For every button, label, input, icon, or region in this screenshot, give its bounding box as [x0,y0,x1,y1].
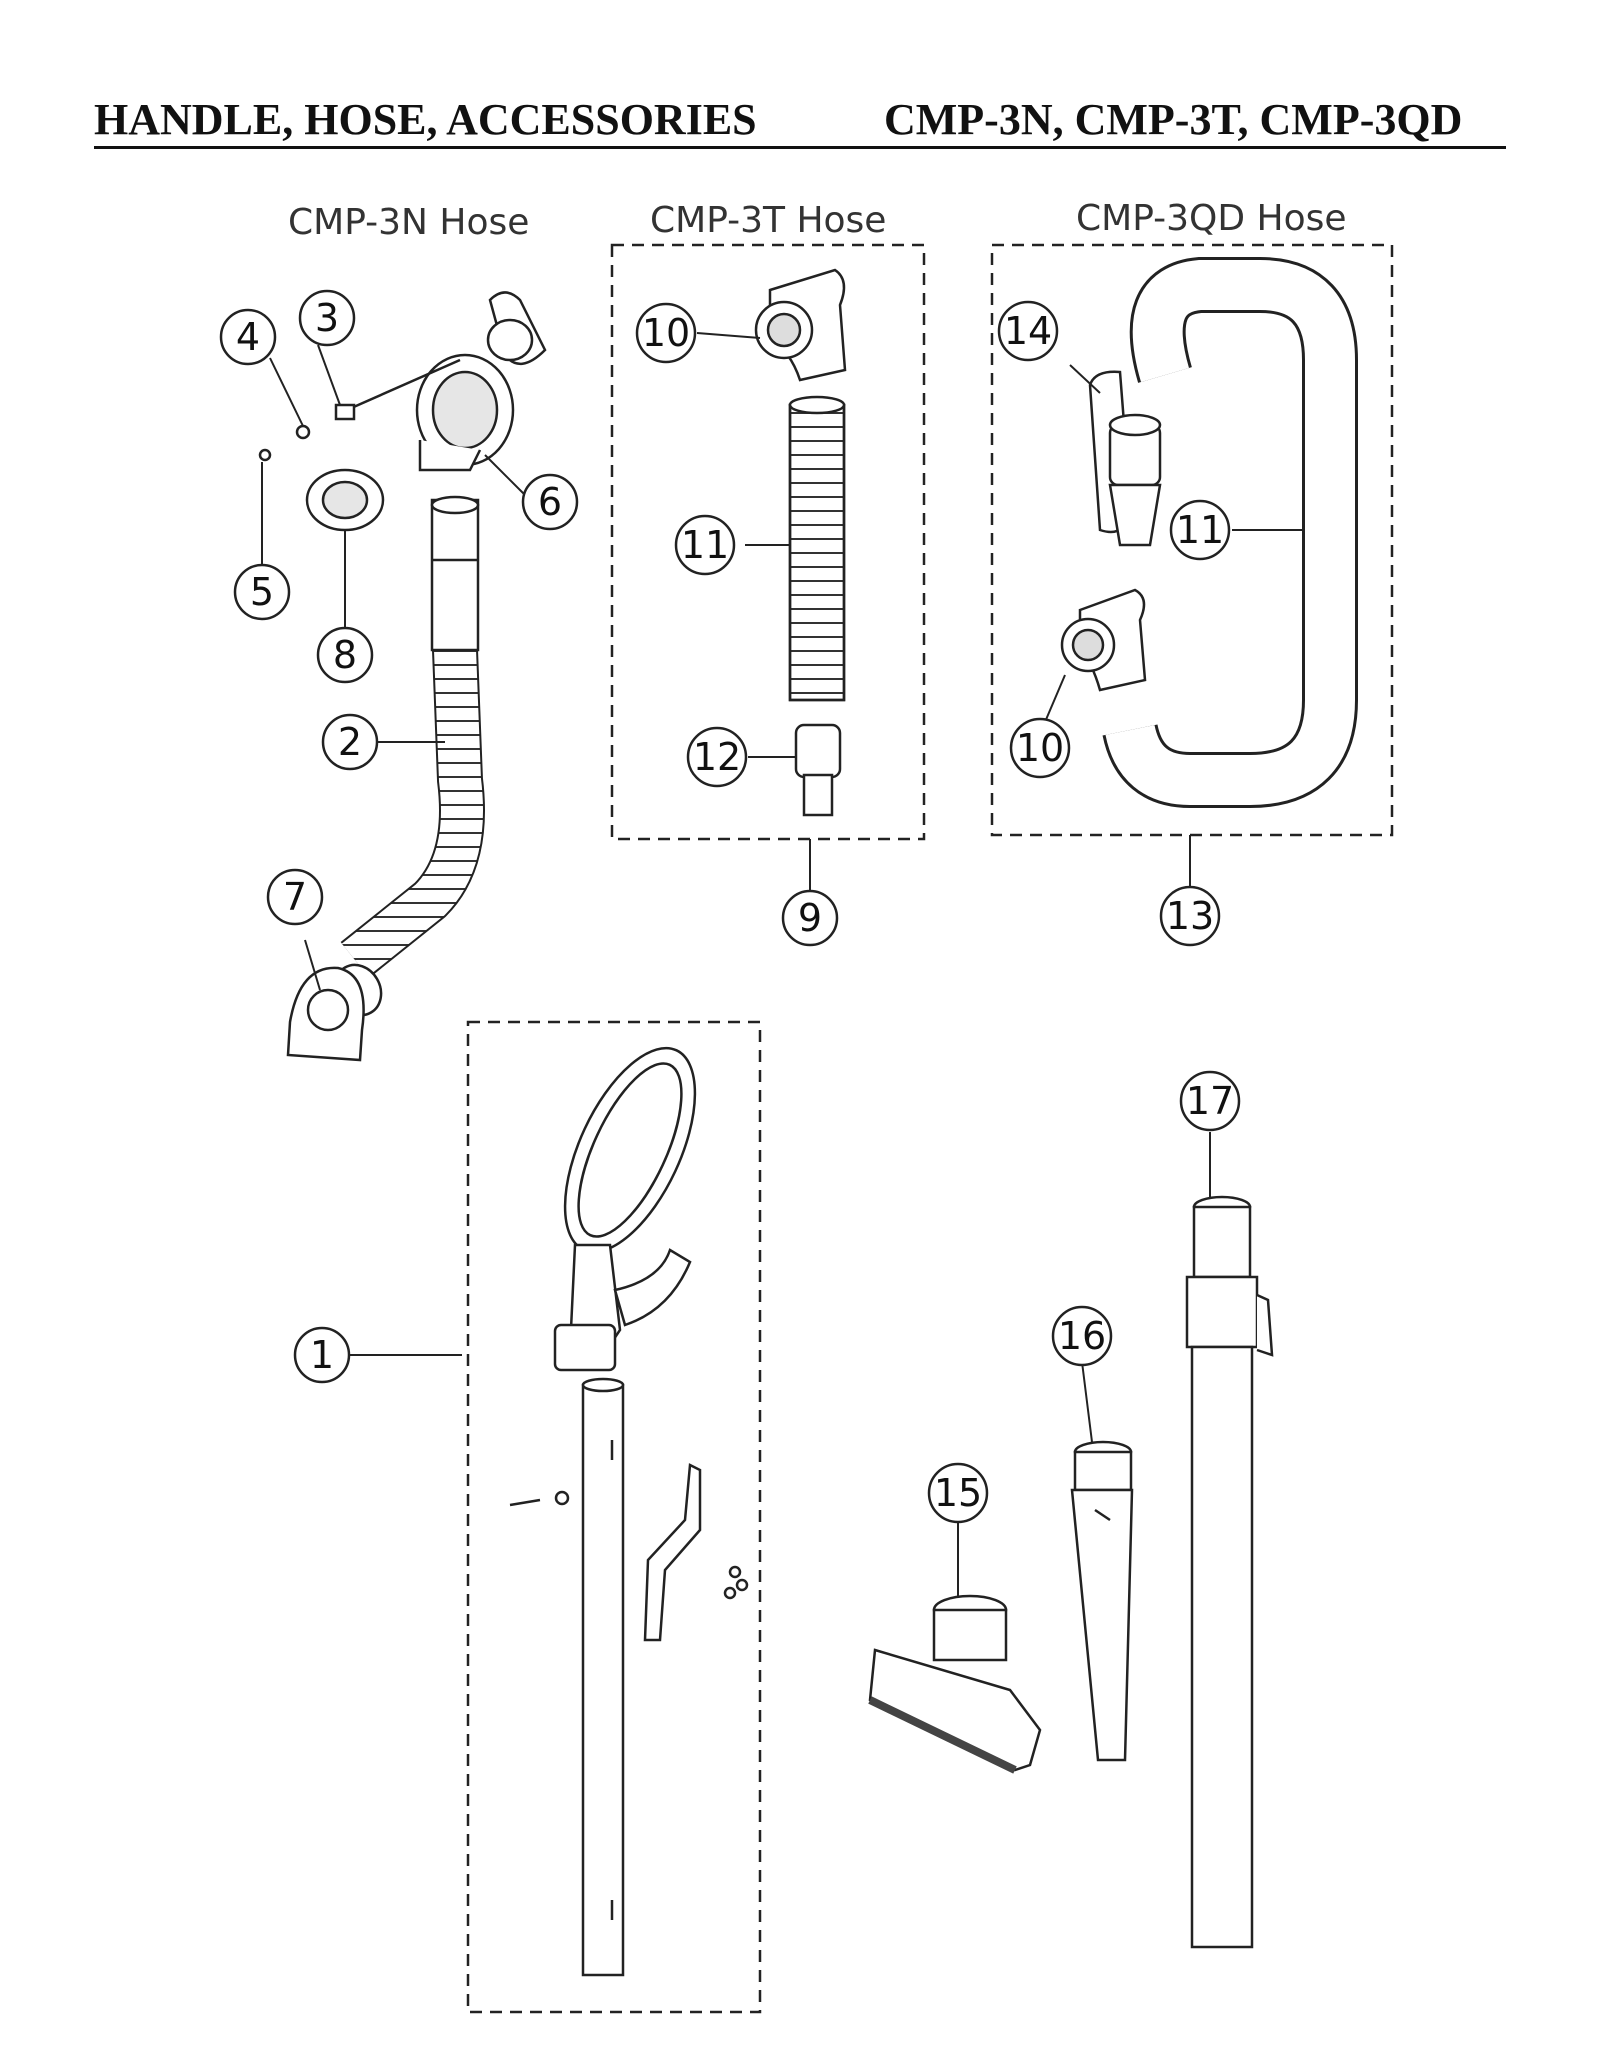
group-box-handle [466,1020,762,2014]
callout-16: 16 [1058,1314,1106,1358]
part-cmp3n-hose [258,291,547,1062]
callout-7: 7 [283,875,307,919]
callout-6: 6 [538,480,562,524]
section-label-cmp3t: CMP-3T Hose [650,200,887,241]
page-title: HANDLE, HOSE, ACCESSORIES CMP-3N, CMP-3T… [94,94,1504,154]
title-left: HANDLE, HOSE, ACCESSORIES [94,95,757,144]
leader-lines [261,332,1302,1598]
callout-numbers: 4 3 5 6 8 2 7 9 10 14 11 11 12 13 10 1 1… [236,296,1234,1515]
callout-9: 9 [798,896,822,940]
part-handle-assembly [509,1046,749,1977]
callout-12: 12 [693,735,741,779]
callout-4: 4 [236,315,260,359]
part-cmp3qd-hose [1060,257,1358,808]
callout-14: 14 [1004,309,1052,353]
callout-2: 2 [338,720,362,764]
callout-circles [219,289,1241,1524]
callout-15: 15 [934,1471,982,1515]
callout-11-cmp3qd: 11 [1176,508,1224,552]
group-box-cmp3t [610,243,926,841]
part-cmp3t-hose [754,268,847,817]
callout-11-cmp3t: 11 [681,523,729,567]
callout-1: 1 [310,1333,334,1377]
title-underline [94,146,1506,149]
title-right: CMP-3N, CMP-3T, CMP-3QD [884,95,1463,144]
callout-10-cmp3qd: 10 [1016,726,1064,770]
callout-17: 17 [1186,1079,1234,1123]
callout-3: 3 [315,296,339,340]
callout-8: 8 [333,633,357,677]
group-box-cmp3qd [990,243,1394,837]
part-accessories [868,1195,1274,1949]
callout-5: 5 [250,570,274,614]
callout-13: 13 [1166,894,1214,938]
section-label-cmp3n: CMP-3N Hose [288,202,530,243]
callout-10-cmp3t: 10 [642,311,690,355]
section-label-cmp3qd: CMP-3QD Hose [1076,198,1347,239]
